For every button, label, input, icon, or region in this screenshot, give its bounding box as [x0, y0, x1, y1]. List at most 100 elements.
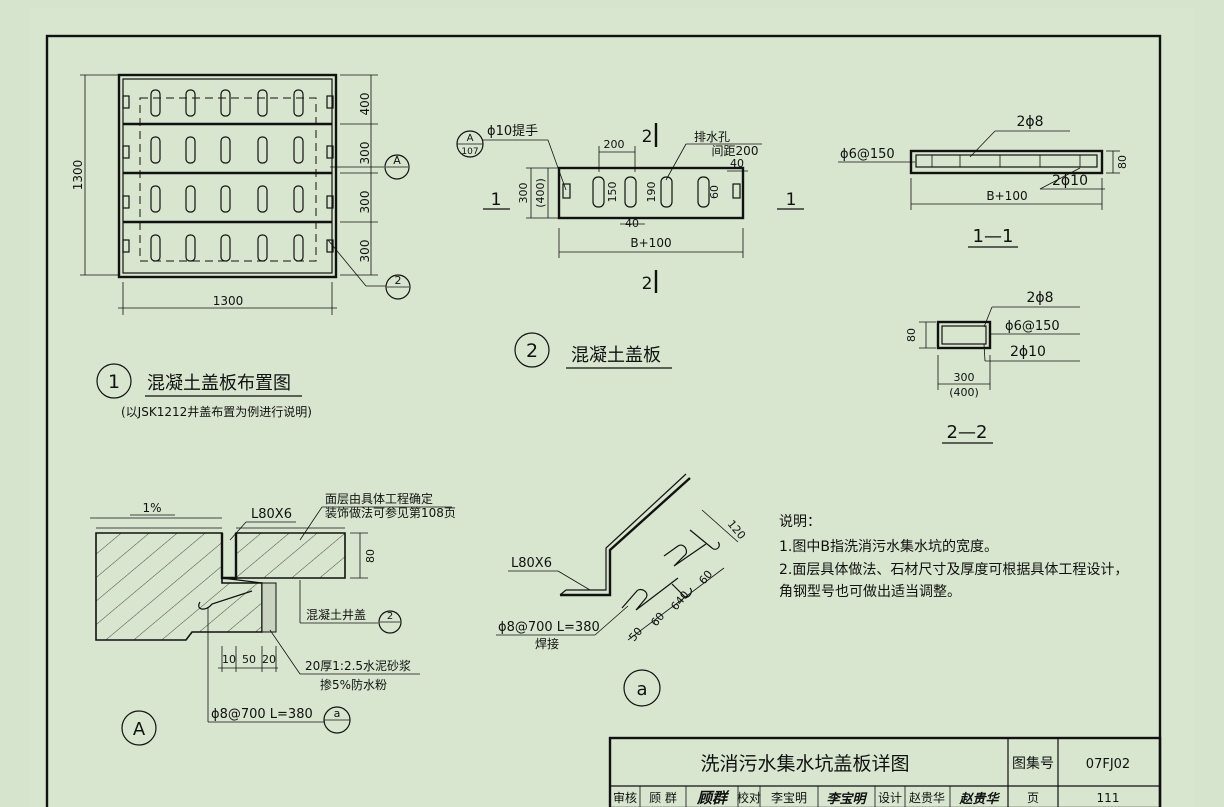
fig2-cover-slab: A 107 ϕ10提手 排水孔 间距200 200 40 300 (400) 1…	[456, 123, 804, 369]
detail-a-label: A	[133, 719, 146, 740]
slot	[293, 89, 304, 117]
detail-a: 1% 面层由具体工程确定 装饰做法可参见第108页 L80X6 80 混凝土井盖…	[90, 491, 456, 746]
sec22-h80: 80	[905, 328, 918, 342]
fig1-note: (以JSK1212井盖布置为例进行说明)	[121, 404, 312, 419]
slot	[257, 89, 268, 117]
checker-signature: 李宝明	[826, 791, 867, 807]
section-callout-2	[385, 274, 411, 300]
handle-notch	[326, 195, 334, 209]
sec11-bottom-bars: 2ϕ10	[1052, 173, 1088, 189]
slot	[220, 89, 231, 117]
dim-150: 150	[606, 182, 619, 203]
slot	[185, 185, 196, 213]
slot	[293, 136, 304, 164]
fig1-number-circle	[96, 363, 132, 399]
slot	[150, 185, 161, 213]
angle-label-detail: L80X6	[511, 556, 552, 571]
slot	[185, 136, 196, 164]
note-2a: 2.面层具体做法、石材尺寸及厚度可根据具体工程设计，	[779, 562, 1128, 578]
drain-slot	[697, 176, 710, 208]
sec22-stirrup: ϕ6@150	[1005, 319, 1060, 334]
handle-ref-top: A	[467, 133, 474, 144]
mortar-note: 20厚1:2.5水泥砂浆	[305, 658, 411, 673]
dim-10: 10	[222, 653, 236, 666]
dim-400: 400	[358, 93, 372, 116]
page-number: 111	[1097, 791, 1120, 805]
dim-400: (400)	[534, 178, 547, 208]
drawing-title: 洗消污水集水坑盖板详图	[700, 753, 909, 775]
atlas-label: 图集号	[1012, 755, 1054, 772]
drain-slot	[660, 176, 673, 208]
slot	[220, 185, 231, 213]
cover-ref: 2	[387, 611, 393, 622]
section-1-left: 1	[491, 190, 502, 210]
dim-200: 200	[604, 138, 625, 151]
title-block: 洗消污水集水坑盖板详图 图集号 07FJ02 审核 顾 群 顾群 校对 李宝明 …	[608, 736, 1162, 807]
dim-80-a: 80	[364, 549, 377, 563]
slot	[220, 234, 231, 262]
anchor-ref: a	[334, 707, 341, 720]
dim-b100: B+100	[630, 236, 671, 250]
dim-50: 50	[242, 653, 256, 666]
slot	[185, 89, 196, 117]
fig1-number: 1	[108, 371, 120, 393]
section-2-2: 2ϕ8 ϕ6@150 2ϕ10 80 300 (400) 2—2	[905, 290, 1080, 444]
drain-slot	[592, 176, 605, 208]
fig2-number: 2	[526, 340, 538, 362]
callout-2-label: 2	[395, 274, 402, 287]
dim-300-row3: 300	[358, 191, 372, 214]
dim-190: 190	[645, 182, 658, 203]
notes-title: 说明：	[779, 514, 821, 530]
anchor-bar-label: ϕ8@700 L=380	[498, 620, 600, 635]
cover-ref-circle	[378, 610, 402, 634]
sec11-top-bars: 2ϕ8	[1016, 114, 1043, 130]
fig1-slot-group	[122, 89, 334, 262]
dim-1300-bottom: 1300	[213, 294, 244, 308]
dim-20: 20	[262, 653, 276, 666]
section-callout-a	[384, 154, 410, 180]
sec11-width: B+100	[986, 189, 1027, 203]
dim-60: 60	[708, 185, 721, 199]
drain-slot	[624, 176, 637, 208]
check-label: 校对	[737, 790, 761, 805]
slot	[257, 234, 268, 262]
angle-label-a: L80X6	[251, 507, 292, 522]
slot	[150, 234, 161, 262]
note-1: 1.图中B指洗消污水集水坑的宽度。	[779, 538, 998, 555]
detail-anchor: L80X6 ϕ8@700 L=380 焊接 120 60 640 60 50 a	[496, 473, 748, 707]
dim-300-row4: 300	[358, 240, 372, 263]
fig2-number-circle	[514, 332, 550, 368]
dim-300-row2: 300	[358, 142, 372, 165]
reviewer-signature: 顾群	[696, 789, 730, 807]
paper	[30, 8, 1194, 807]
handle-ref-bottom: 107	[461, 147, 478, 157]
section-1-right: 1	[786, 190, 797, 210]
handle-notch	[122, 95, 130, 109]
detail-anchor-label: a	[636, 679, 647, 700]
slope-label: 1%	[142, 501, 161, 515]
sec22-top-bars: 2ϕ8	[1026, 290, 1053, 306]
designer-name: 赵贵华	[909, 791, 945, 805]
note-2b: 角钢型号也可做出适当调整。	[779, 584, 961, 600]
detail-a-circle	[121, 710, 157, 746]
section-1-1: 2ϕ8 ϕ6@150 2ϕ10 80 B+100 1—1	[838, 114, 1129, 248]
dim-1300-left: 1300	[71, 160, 85, 191]
callout-a-label: A	[393, 154, 401, 167]
hole-title: 排水孔	[694, 130, 730, 144]
slot	[293, 234, 304, 262]
mortar-note-2: 掺5%防水粉	[320, 677, 387, 692]
handle-notch	[122, 195, 130, 209]
handle-notch	[122, 145, 130, 159]
fig1-layout-plan: 400 300 300 300 1300 1300 A 2 1 混凝土盖板布置图…	[71, 73, 411, 419]
fig2-title: 混凝土盖板	[571, 345, 661, 366]
handle-notch	[326, 95, 334, 109]
slot	[257, 136, 268, 164]
fig1-title: 混凝土盖板布置图	[147, 373, 291, 394]
sec11-h80: 80	[1116, 155, 1129, 169]
atlas-number: 07FJ02	[1086, 757, 1130, 772]
notes: 说明： 1.图中B指洗消污水集水坑的宽度。 2.面层具体做法、石材尺寸及厚度可根…	[779, 514, 1128, 600]
review-label: 审核	[613, 790, 637, 805]
section-2-bottom: 2	[642, 274, 653, 294]
sec11-stirrup: ϕ6@150	[840, 147, 895, 162]
